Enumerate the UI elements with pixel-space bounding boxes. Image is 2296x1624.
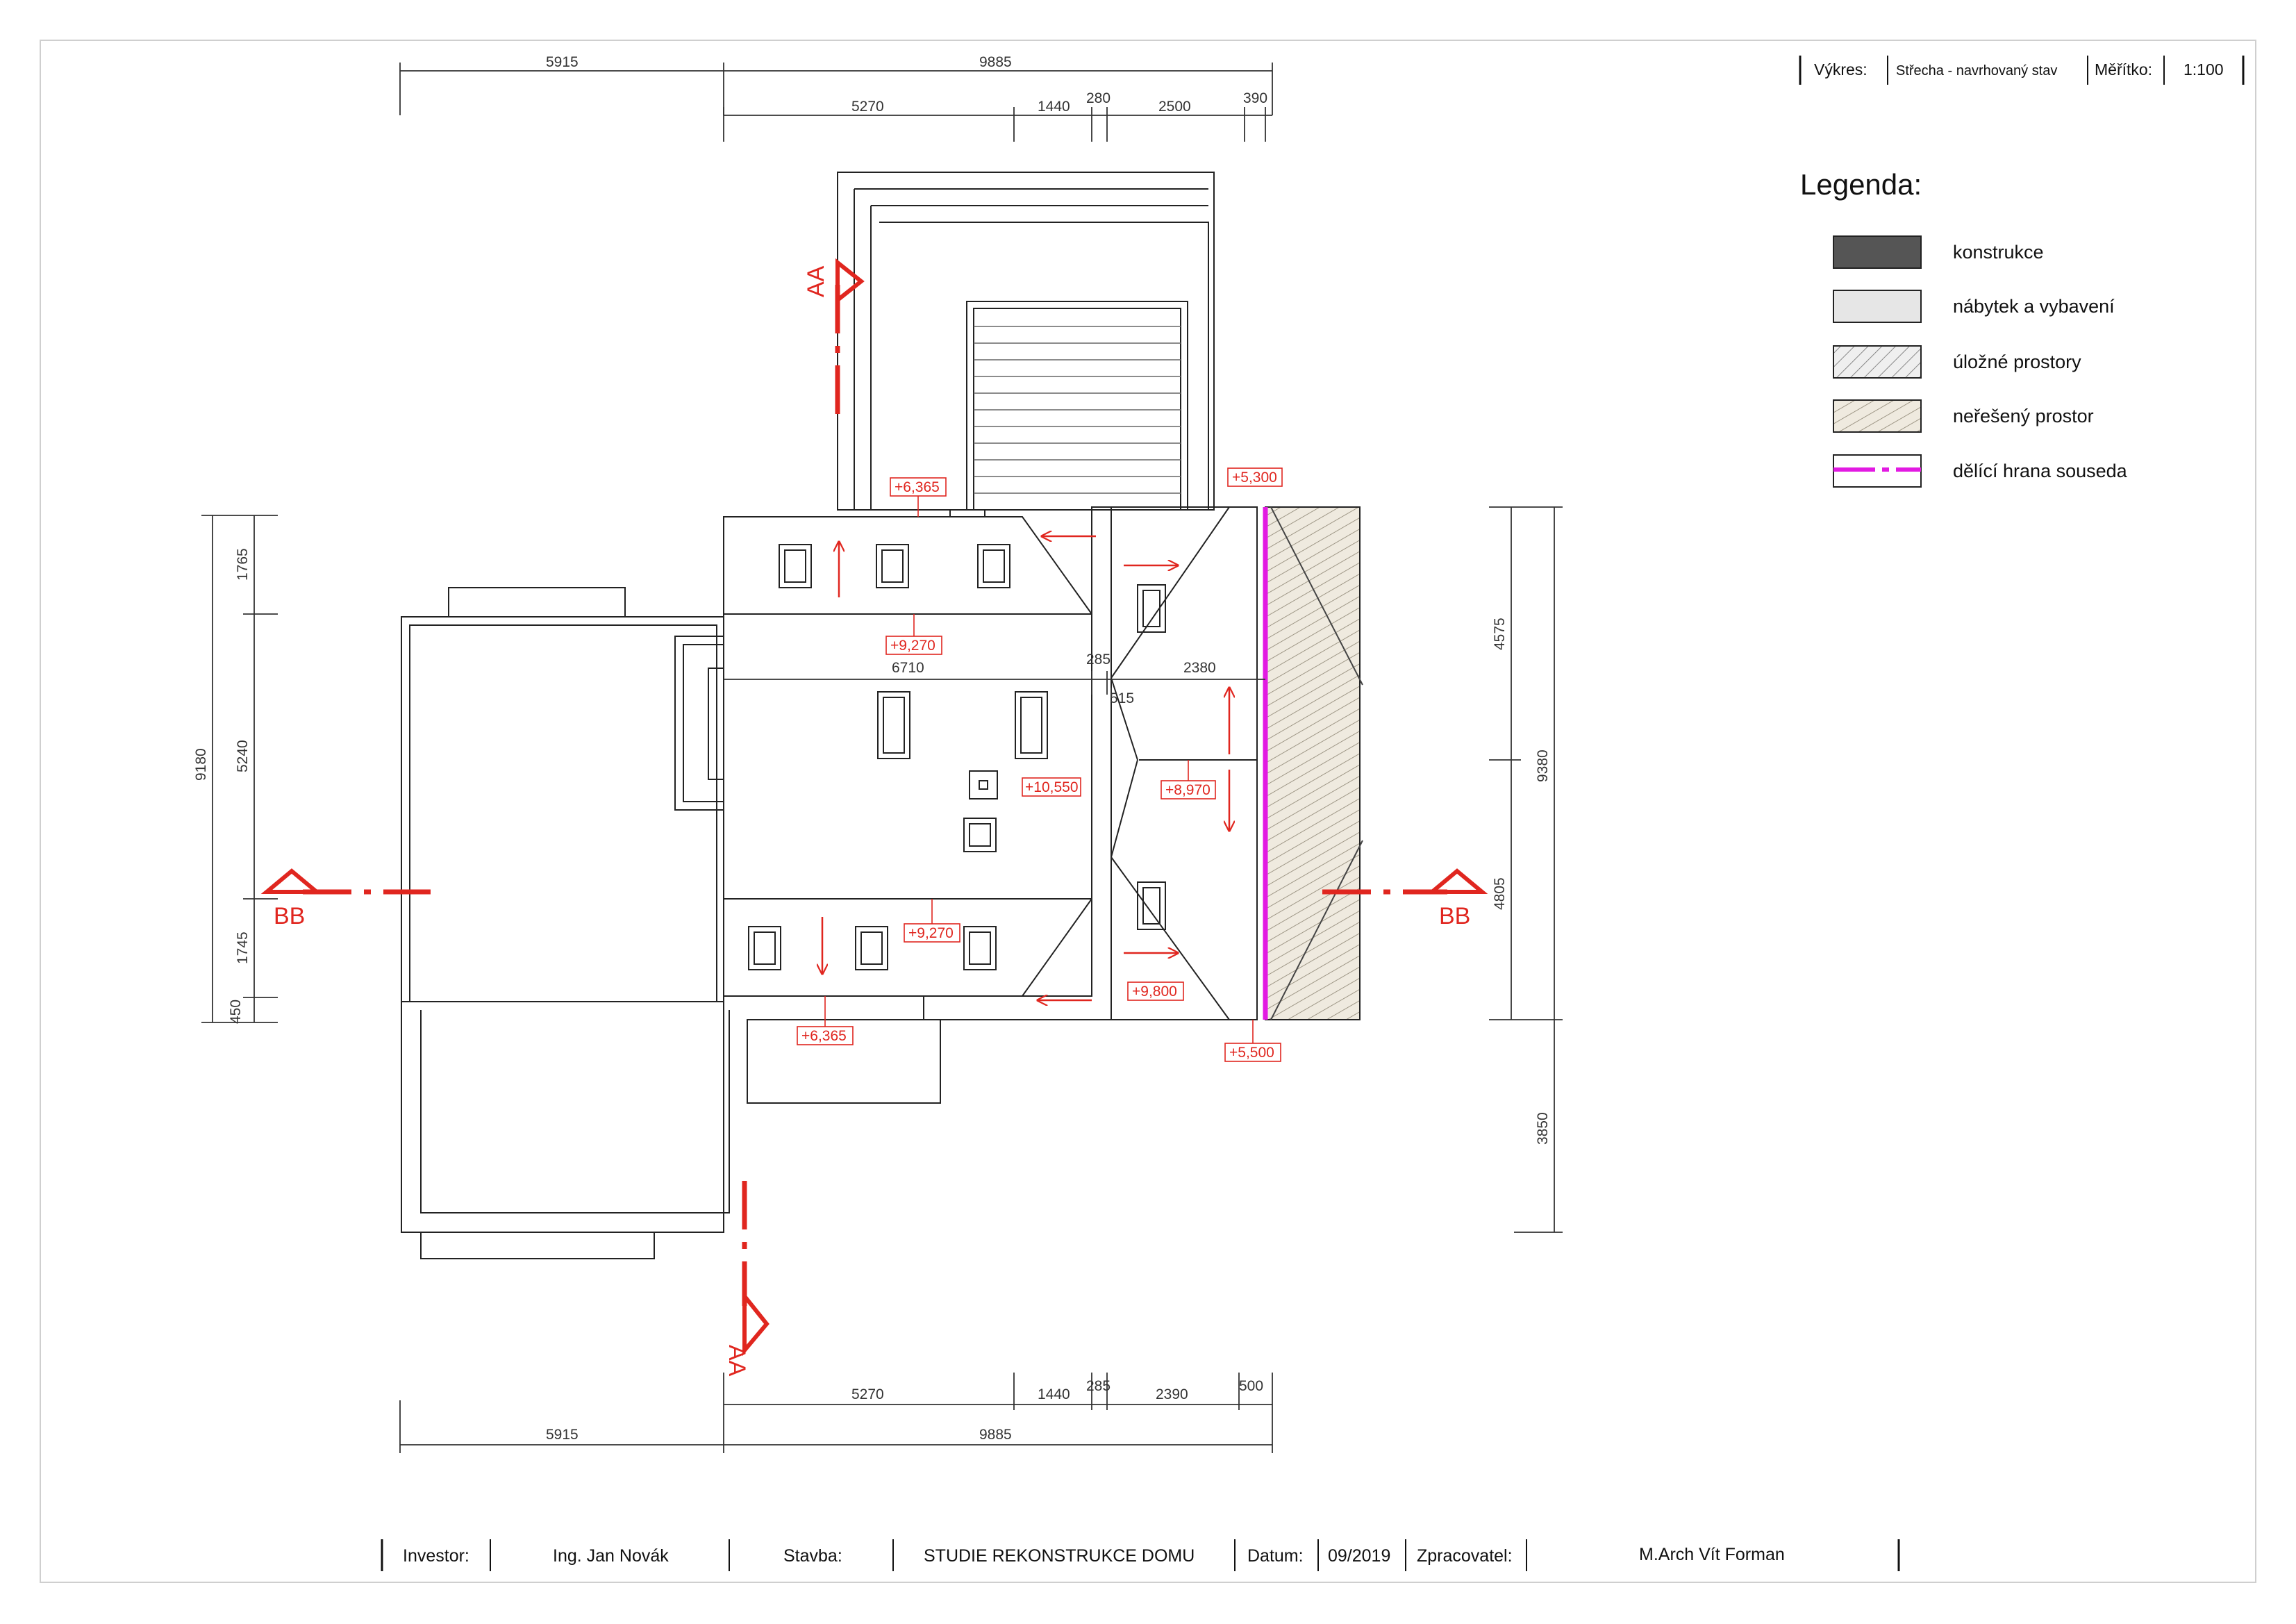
scale-value: 1:100 bbox=[2183, 60, 2224, 78]
neighbour-strip bbox=[1265, 506, 1361, 1020]
elevation-label: +5,500 bbox=[1229, 1045, 1274, 1061]
investor-label: Investor: bbox=[403, 1546, 469, 1566]
legend-swatch-konstrukce bbox=[1833, 235, 1922, 269]
scale-label: Měřítko: bbox=[2095, 60, 2152, 78]
dim-label: 3850 bbox=[1535, 1112, 1551, 1145]
elevation-label: +9,270 bbox=[890, 638, 935, 654]
dim-label: 285 bbox=[1086, 652, 1110, 668]
elevation-labels bbox=[797, 467, 1283, 1062]
section-bb: BB BB bbox=[260, 868, 1488, 929]
stair-grate bbox=[966, 301, 1188, 511]
dimension-texts: 5915 9885 5270 1440 280 2500 390 5270 14… bbox=[193, 54, 1551, 1443]
legend-title: Legenda: bbox=[1800, 168, 1922, 201]
section-aa-bottom-label: AA bbox=[724, 1345, 750, 1377]
dim-label: 2380 bbox=[1183, 660, 1216, 676]
elevation-label: +5,300 bbox=[1232, 470, 1277, 486]
dim-label: 5240 bbox=[235, 740, 251, 772]
dim-label: 285 bbox=[1086, 1378, 1110, 1394]
right-block bbox=[923, 506, 1258, 1020]
title-header: Výkres: Střecha - navrhovaný stav Měřítk… bbox=[1799, 56, 2245, 85]
slope-arrows bbox=[822, 536, 1229, 1000]
drawing-value: Střecha - navrhovaný stav bbox=[1896, 63, 2057, 78]
dim-label: 9180 bbox=[193, 748, 209, 781]
dim-label: 9885 bbox=[979, 1427, 1012, 1443]
stavba-value: STUDIE REKONSTRUKCE DOMU bbox=[924, 1546, 1195, 1566]
datum-label: Datum: bbox=[1247, 1546, 1304, 1566]
legend-label-nabytek: nábytek a vybavení bbox=[1953, 296, 2115, 317]
section-aa-top-label: AA bbox=[803, 265, 829, 297]
dim-label: 2390 bbox=[1156, 1386, 1188, 1402]
elevation-label: +10,550 bbox=[1025, 779, 1079, 795]
section-bb-left-label: BB bbox=[274, 903, 305, 929]
roof-windows bbox=[748, 544, 1166, 970]
section-aa: AA AA bbox=[724, 258, 865, 1377]
dim-label: 1440 bbox=[1038, 1386, 1070, 1402]
dim-label: 500 bbox=[1239, 1378, 1263, 1394]
legend-swatch-ulozne bbox=[1833, 345, 1922, 379]
datum-value: 09/2019 bbox=[1328, 1546, 1390, 1566]
sheet-border bbox=[40, 40, 2256, 1583]
dim-label: 4575 bbox=[1492, 618, 1508, 650]
legend-swatch-neresene bbox=[1833, 399, 1922, 433]
stavba-label: Stavba: bbox=[783, 1546, 842, 1566]
dim-label: 5270 bbox=[851, 1386, 884, 1402]
elevation-label: +9,800 bbox=[1132, 984, 1177, 1000]
dim-label: 5915 bbox=[546, 54, 579, 70]
dim-label: 9885 bbox=[979, 54, 1012, 70]
dim-label: 5270 bbox=[851, 99, 884, 115]
dim-label: 450 bbox=[228, 1000, 244, 1024]
legend-swatch-nabytek bbox=[1833, 290, 1922, 323]
dim-label: 4805 bbox=[1492, 877, 1508, 910]
dim-label: 1745 bbox=[235, 931, 251, 964]
dimension-lines bbox=[201, 63, 1563, 1453]
legend-label-ulozne: úložné prostory bbox=[1953, 351, 2081, 372]
zpracovatel-value: M.Arch Vít Forman bbox=[1639, 1545, 1785, 1564]
dim-label: 515 bbox=[1110, 690, 1134, 706]
drawing-label: Výkres: bbox=[1814, 60, 1867, 78]
zpracovatel-label: Zpracovatel: bbox=[1417, 1546, 1513, 1566]
elevation-label: +8,970 bbox=[1165, 782, 1211, 798]
legend-label-delici: dělící hrana souseda bbox=[1953, 461, 2128, 481]
dim-label: 390 bbox=[1243, 90, 1267, 106]
elevation-label: +6,365 bbox=[895, 479, 940, 495]
dim-label: 1765 bbox=[235, 548, 251, 581]
dim-label: 6710 bbox=[892, 660, 924, 676]
investor-value: Ing. Jan Novák bbox=[553, 1546, 669, 1566]
legend-label-neresene: neřešený prostor bbox=[1953, 406, 2094, 426]
legend: Legenda: konstrukce nábytek a vybavení ú… bbox=[1800, 168, 2128, 488]
dim-label: 280 bbox=[1086, 90, 1110, 106]
dim-label: 2500 bbox=[1158, 99, 1191, 115]
elevation-label: +9,270 bbox=[908, 925, 954, 941]
section-bb-right-label: BB bbox=[1439, 903, 1470, 929]
dim-label: 9380 bbox=[1535, 749, 1551, 782]
dim-label: 5915 bbox=[546, 1427, 579, 1443]
elevation-label: +6,365 bbox=[801, 1028, 847, 1044]
footer-title-block: Investor: Ing. Jan Novák Stavba: STUDIE … bbox=[381, 1539, 1900, 1571]
dim-label: 1440 bbox=[1038, 99, 1070, 115]
lower-annex bbox=[747, 1019, 941, 1104]
legend-label-konstrukce: konstrukce bbox=[1953, 242, 2044, 263]
floor-plan bbox=[401, 172, 1363, 1259]
